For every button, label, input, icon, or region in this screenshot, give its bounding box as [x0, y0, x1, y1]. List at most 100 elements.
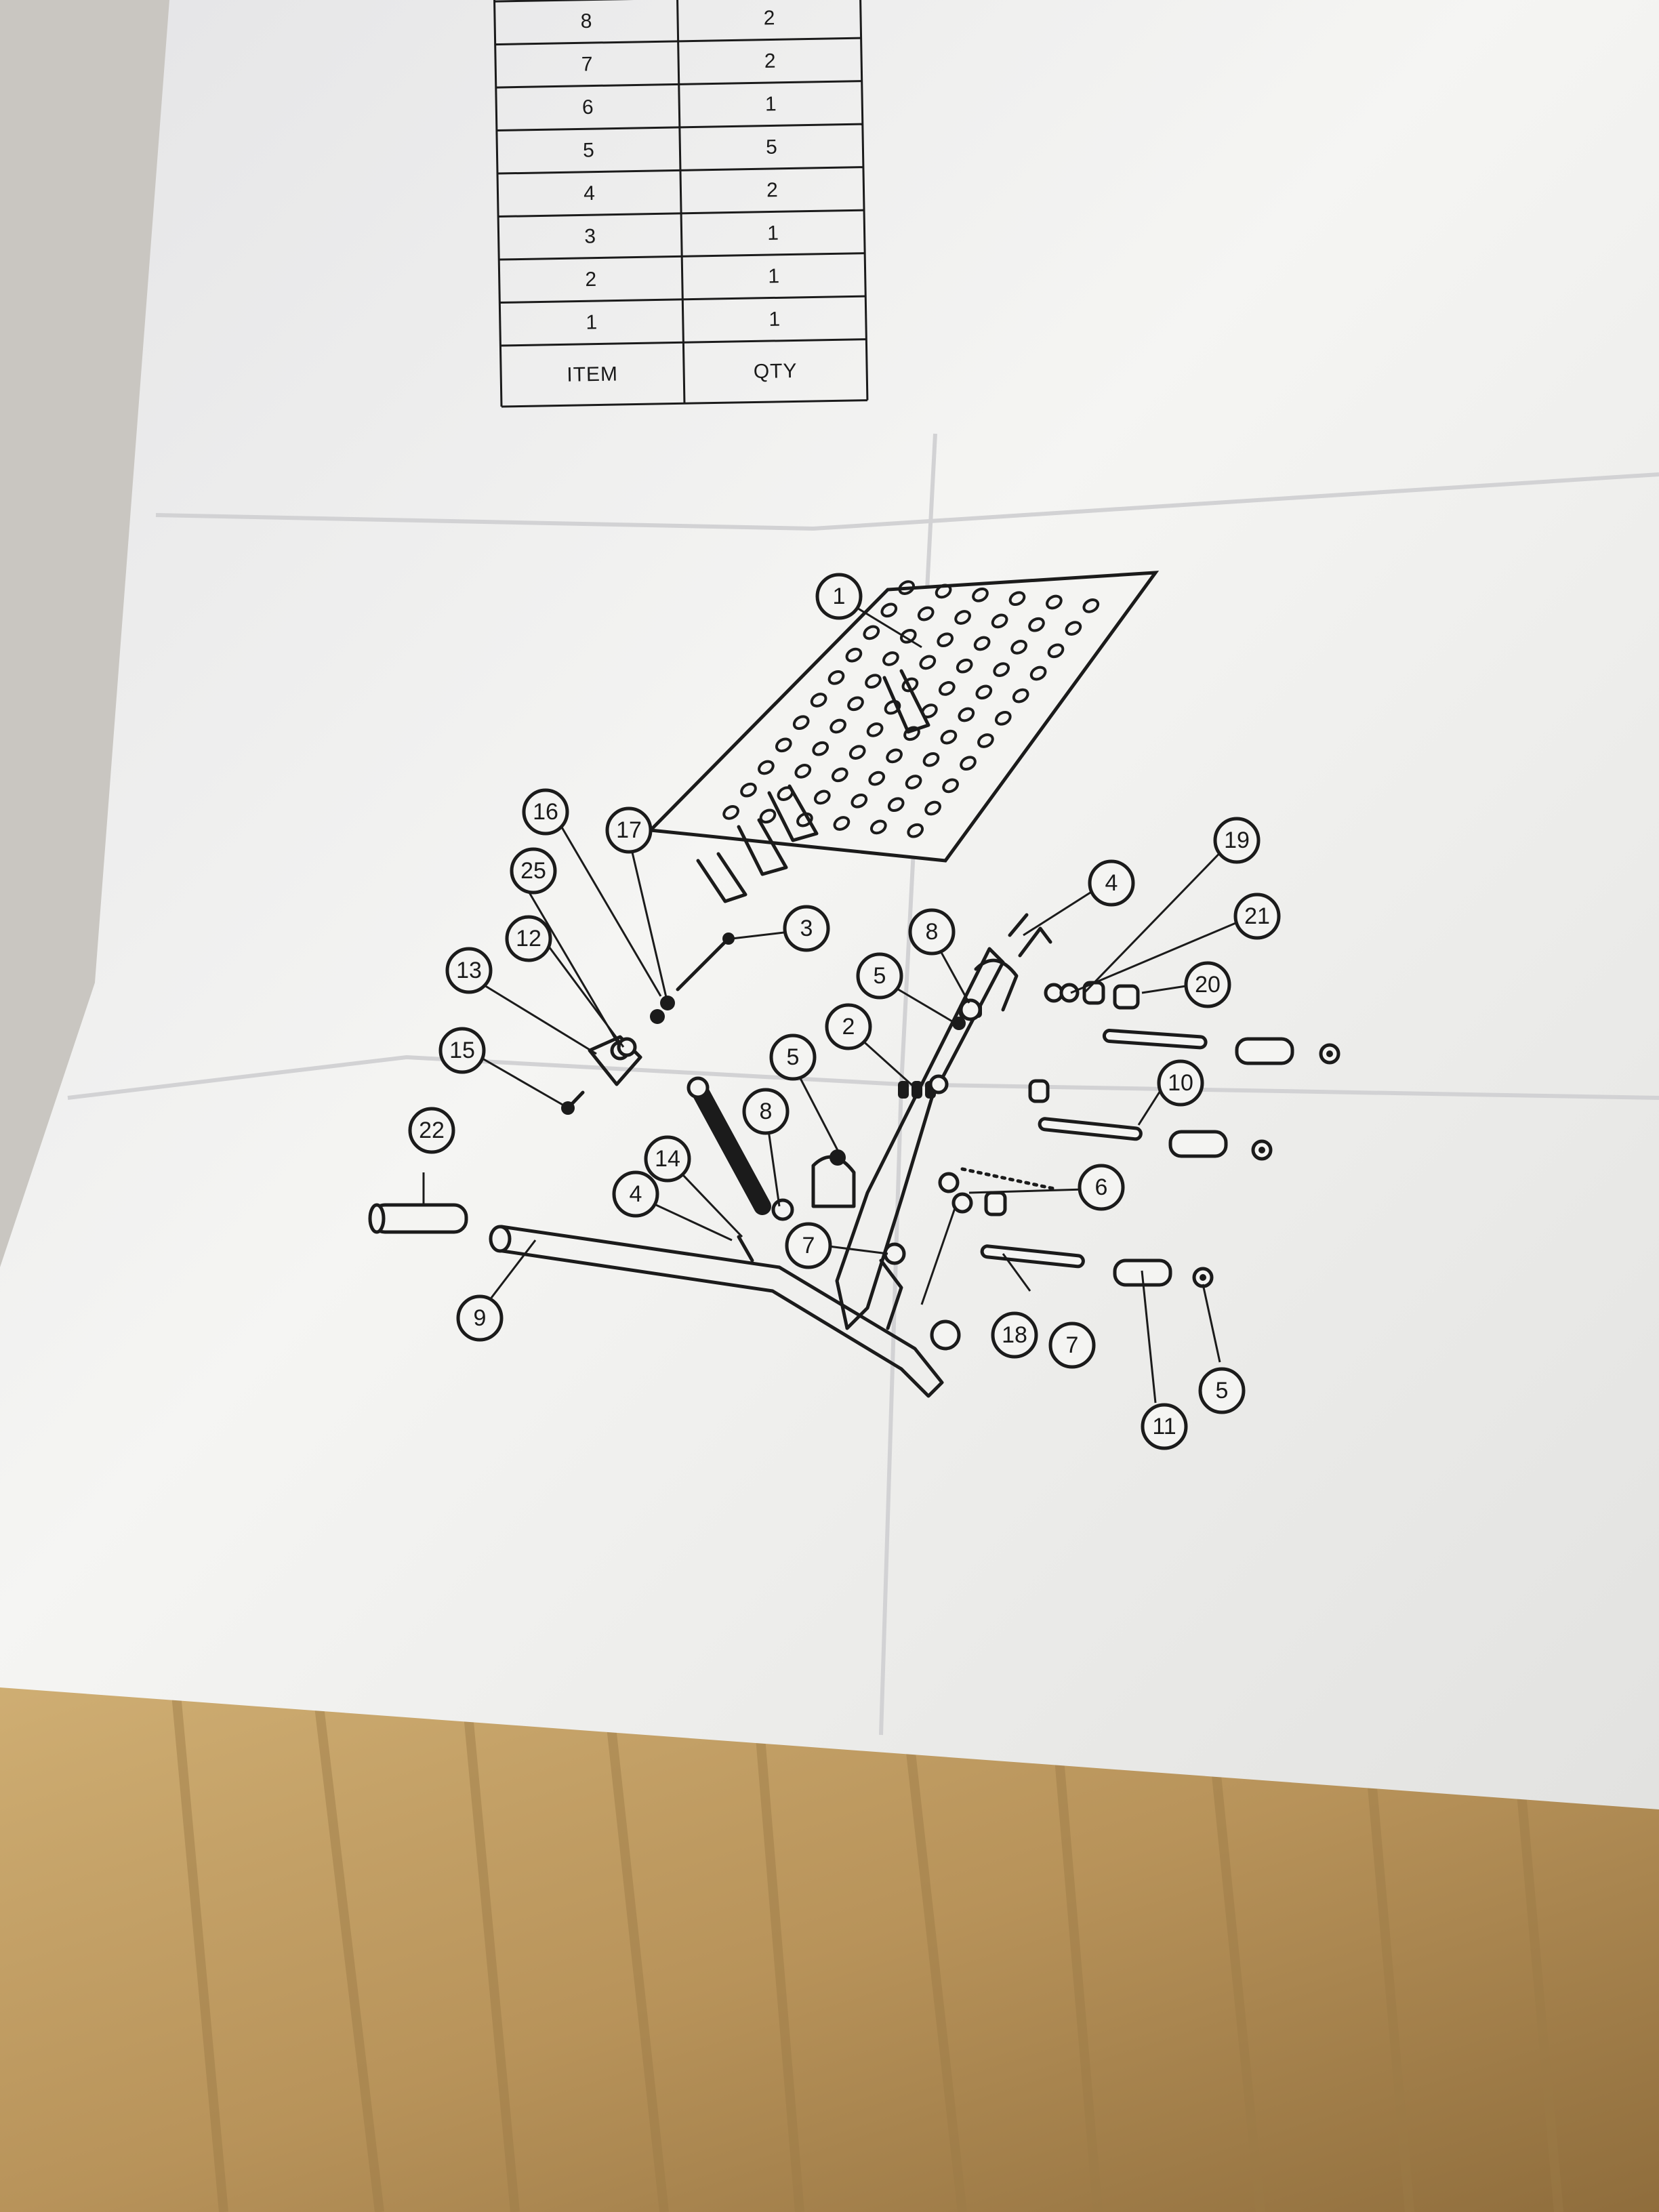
table-rule [501, 399, 867, 408]
platform-hole [994, 710, 1012, 726]
platform-hole [886, 748, 903, 764]
platform-hole [1046, 594, 1063, 610]
platform-hole [907, 823, 924, 838]
platform-hole [851, 793, 868, 808]
svg-text:8: 8 [926, 919, 939, 945]
platform-hole [924, 800, 941, 816]
table-cell-item: 6 [582, 96, 594, 119]
platform-hole [935, 583, 952, 599]
callout-4-left: 4 [612, 1170, 659, 1218]
callout-6: 6 [1078, 1164, 1125, 1211]
platform-hole [775, 737, 792, 753]
table-rule [498, 209, 865, 218]
table-cell-item: 8 [580, 10, 592, 33]
platform-hole [847, 696, 864, 712]
svg-text:17: 17 [616, 817, 642, 843]
platform-hole [1028, 617, 1045, 632]
svg-text:2: 2 [842, 1014, 855, 1040]
table-rule [499, 295, 866, 304]
platform-hole [880, 602, 898, 618]
callout-3: 3 [783, 905, 830, 952]
svg-text:25: 25 [520, 858, 546, 884]
platform-hole [758, 760, 775, 775]
svg-text:16: 16 [533, 799, 558, 825]
platform-hole [956, 658, 973, 674]
platform-hole [759, 808, 777, 824]
callout-7-upper: 7 [785, 1222, 832, 1269]
svg-text:20: 20 [1195, 972, 1221, 998]
svg-text:9: 9 [474, 1305, 487, 1331]
table-rule [500, 338, 867, 347]
platform-hole [833, 816, 851, 831]
platform-hole [905, 775, 922, 790]
parts-table-header-qty: QTY [754, 360, 798, 383]
callout-7-lower: 7 [1048, 1322, 1096, 1369]
bushings-washers [928, 981, 1140, 1216]
table-cell-qty: 1 [768, 265, 779, 287]
table-cell-qty: 2 [763, 7, 775, 29]
pins-10-18 [960, 1029, 1208, 1269]
part-22-tube [368, 1203, 468, 1234]
svg-text:13: 13 [456, 958, 482, 983]
table-rule [497, 166, 863, 175]
callout-19: 19 [1213, 817, 1261, 864]
platform-hole [898, 580, 916, 595]
parts-table-header-item: ITEM [567, 363, 618, 386]
platform-hole [796, 812, 813, 827]
part-3-pin [676, 933, 735, 991]
platform-hole [866, 722, 884, 737]
callout-22: 22 [408, 1107, 455, 1154]
platform-hole [938, 681, 956, 696]
callout-2: 2 [825, 1003, 872, 1050]
svg-text:12: 12 [516, 926, 541, 951]
svg-text:19: 19 [1224, 827, 1250, 853]
callout-20: 20 [1184, 961, 1231, 1008]
platform-hole [1065, 621, 1082, 636]
svg-text:5: 5 [874, 963, 886, 989]
svg-text:1: 1 [833, 583, 846, 609]
platform-hole [865, 674, 882, 689]
table-cell-item: 1 [586, 311, 597, 333]
svg-text:8: 8 [760, 1099, 773, 1124]
table-rule [665, 0, 686, 404]
callout-15: 15 [438, 1027, 486, 1074]
platform-hole [960, 756, 977, 771]
platform-hole [1029, 665, 1047, 681]
svg-text:7: 7 [802, 1233, 815, 1258]
platform-hole [1012, 688, 1029, 703]
platform-hole [831, 767, 848, 783]
callout-11: 11 [1141, 1403, 1188, 1450]
svg-text:6: 6 [1095, 1174, 1108, 1200]
callout-17: 17 [605, 806, 653, 854]
parts-table-rows: 1121314255617282911031131211311411511611… [580, 7, 780, 333]
table-cell-item: 3 [584, 225, 596, 247]
callout-12: 12 [505, 915, 552, 962]
platform-hole [942, 778, 959, 794]
callout-9: 9 [456, 1294, 504, 1342]
instruction-sheet [0, 0, 1659, 1809]
platform-hole [882, 651, 899, 666]
platform-holes [722, 580, 1100, 838]
table-rule [494, 0, 861, 3]
callout-16: 16 [522, 788, 569, 836]
table-cell-qty: 2 [764, 50, 776, 73]
platform-hole [827, 670, 845, 685]
callout-5-upper: 5 [856, 952, 903, 1000]
callout-1: 1 [815, 573, 863, 620]
platform-hole [887, 797, 905, 813]
platform-hole [954, 610, 971, 625]
table-cell-qty: 1 [767, 222, 779, 245]
platform-hole [868, 771, 886, 786]
svg-text:5: 5 [1216, 1378, 1229, 1404]
table-cell-qty: 5 [766, 136, 777, 159]
sleeves-11 [1113, 1037, 1294, 1287]
platform-hole [991, 613, 1008, 629]
callout-5-lower: 5 [1198, 1367, 1246, 1414]
callout-10: 10 [1157, 1059, 1204, 1107]
platform-hole [1047, 643, 1065, 659]
svg-text:15: 15 [449, 1038, 475, 1063]
platform-hole [792, 715, 810, 731]
svg-text:18: 18 [1002, 1322, 1027, 1348]
platform-hole [863, 625, 880, 640]
svg-text:22: 22 [419, 1118, 445, 1143]
